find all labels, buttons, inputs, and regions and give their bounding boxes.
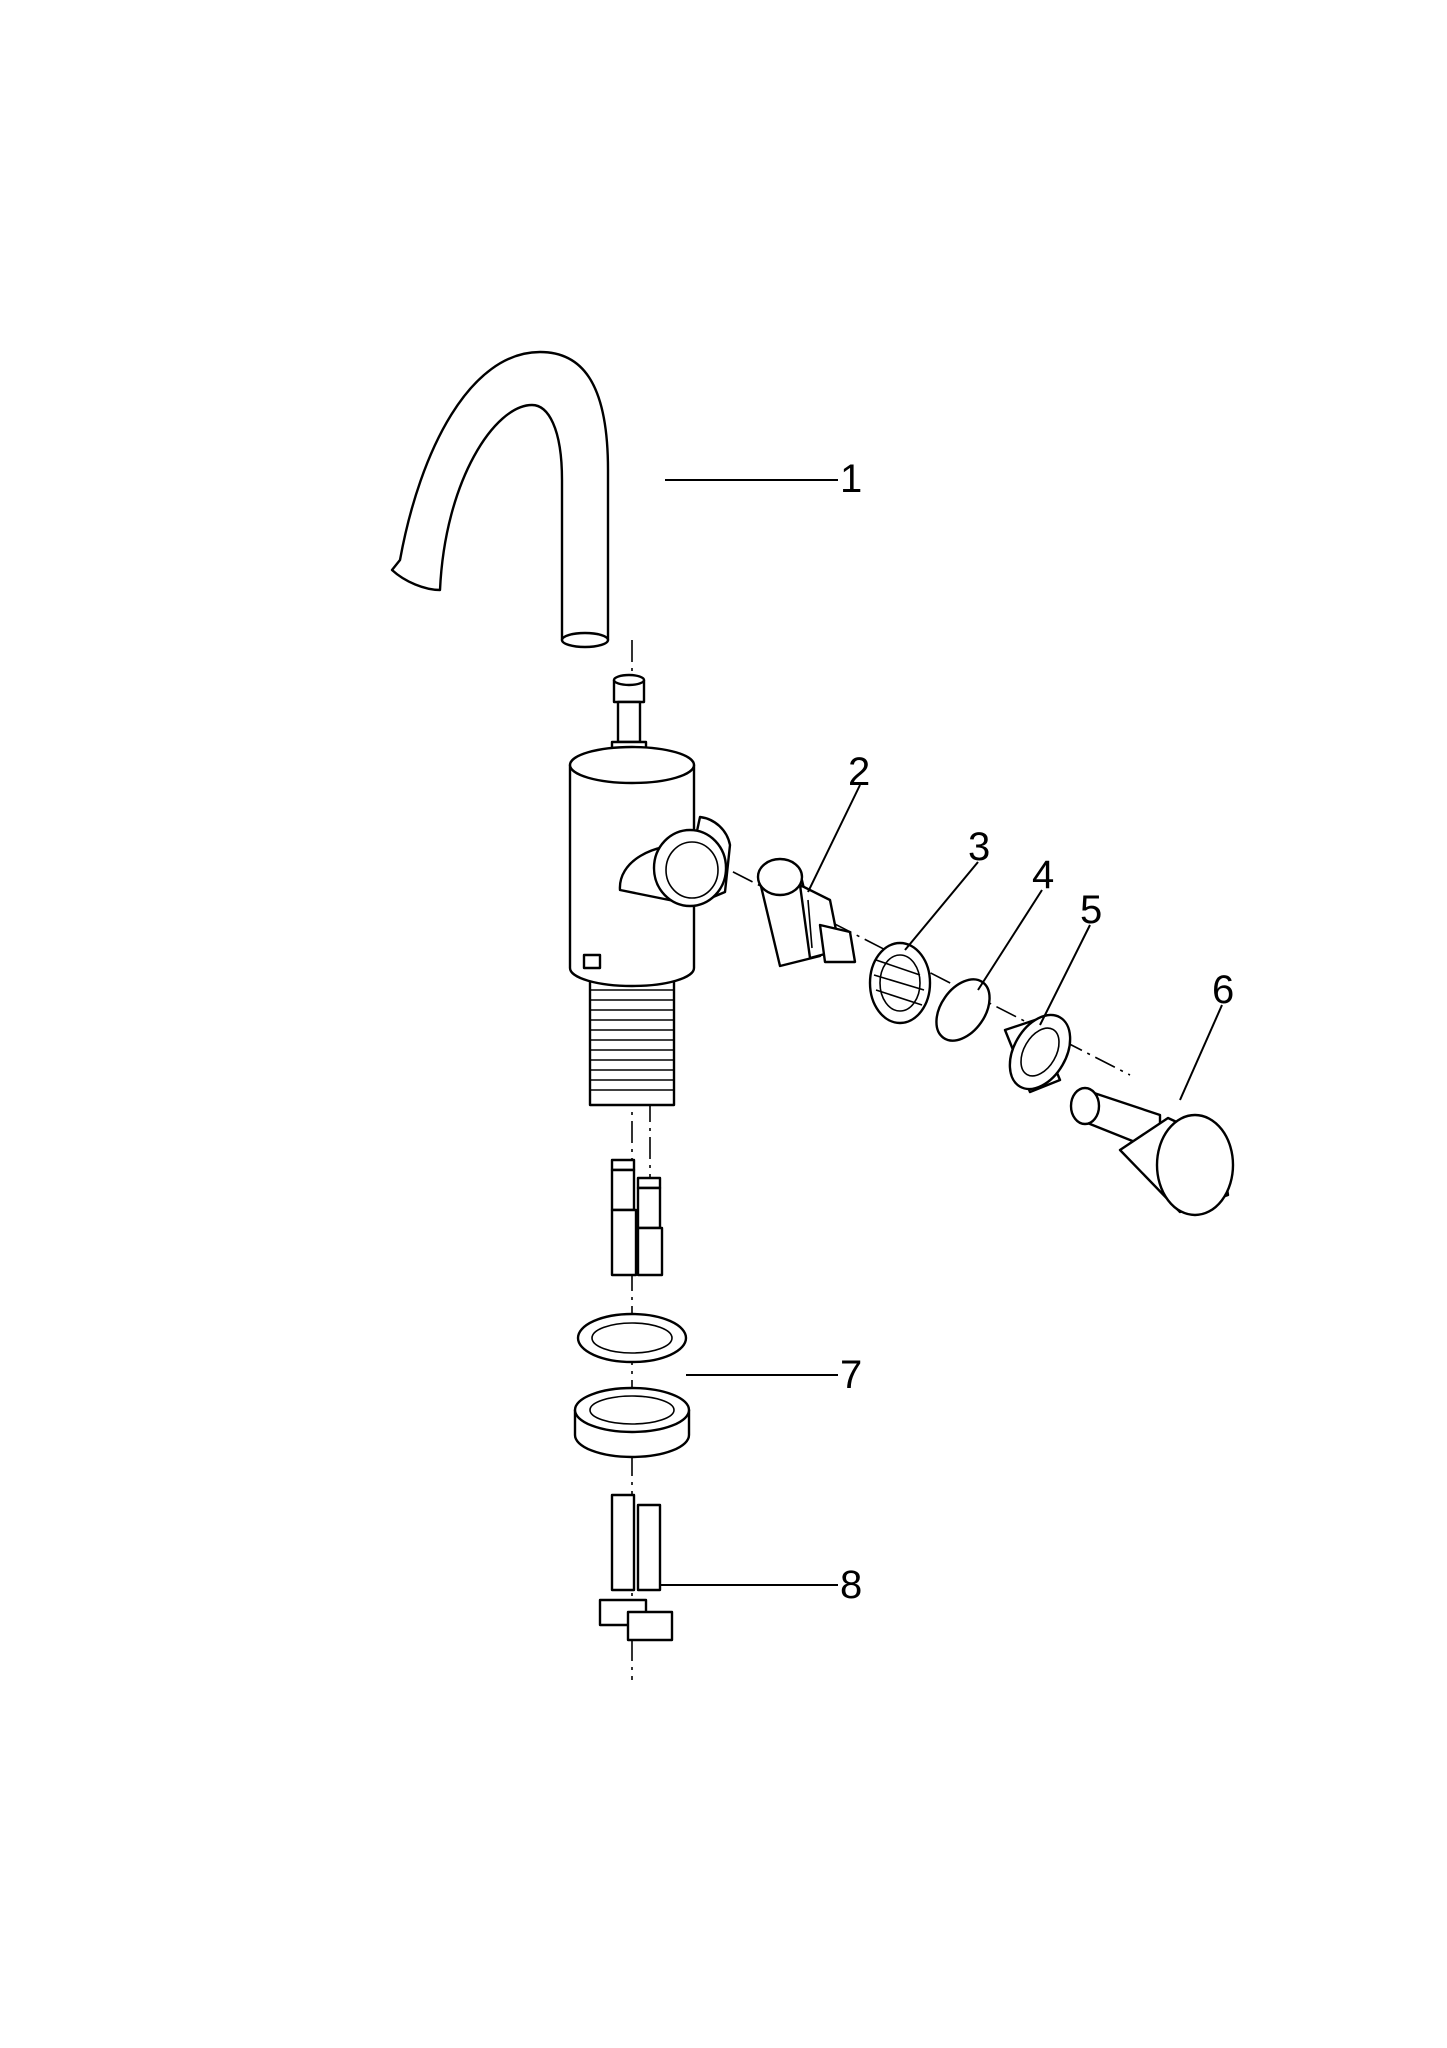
- callout-6: 6: [1212, 968, 1234, 1012]
- supply-hoses: [598, 1493, 674, 1642]
- hose-fittings-upper: [610, 1158, 664, 1277]
- callout-5: 5: [1080, 888, 1102, 932]
- callout-numbers: 1 2 3 4 5 6 7 8: [840, 457, 1234, 1607]
- callout-7: 7: [840, 1353, 862, 1397]
- cartridge: [756, 857, 857, 968]
- leader-lines: [660, 479, 1223, 1586]
- callout-4: 4: [1032, 853, 1054, 897]
- mixer-body: [568, 745, 732, 1107]
- threaded-ring: [868, 941, 932, 1025]
- callout-1: 1: [840, 457, 862, 501]
- callout-8: 8: [840, 1563, 862, 1607]
- cover-sleeve: [1003, 1013, 1072, 1094]
- callout-2: 2: [848, 750, 870, 794]
- assembly-axes: [631, 640, 1131, 1680]
- spout: [390, 350, 610, 649]
- o-ring: [935, 978, 991, 1042]
- callout-3: 3: [968, 825, 990, 869]
- washer-and-lock-nut: [573, 1312, 691, 1459]
- lever-handle: [1069, 1086, 1235, 1217]
